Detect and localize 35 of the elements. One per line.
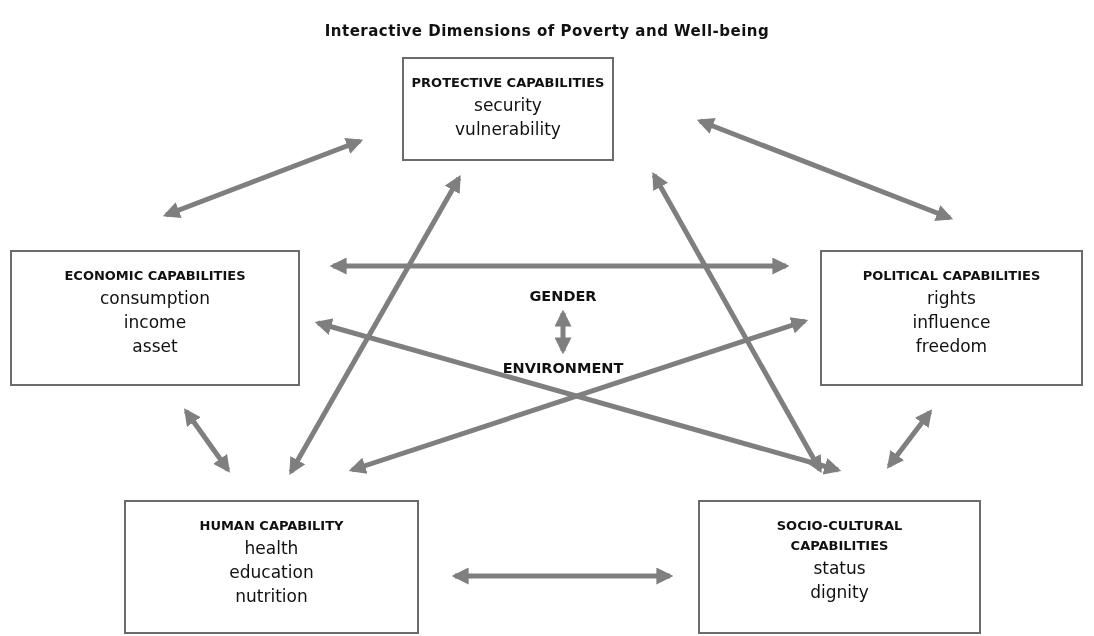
double-arrow [696,118,954,221]
capability-box [698,500,981,634]
node-label: ENVIRONMENT [496,358,630,378]
double-arrow [183,408,231,473]
capability-box [10,250,300,386]
box-item: nutrition [234,585,309,608]
double-arrow [554,309,572,355]
box-item: income [122,311,188,334]
double-arrow [162,137,364,219]
double-arrow [288,175,462,475]
box-heading: PROTECTIVE CAPABILITIES [410,74,606,92]
box-heading: ECONOMIC CAPABILITIES [63,267,247,285]
box-item: status [812,557,867,580]
box-item: influence [911,311,992,334]
box-heading: POLITICAL CAPABILITIES [861,267,1042,285]
box-item: dignity [809,581,870,604]
diagram-title: Interactive Dimensions of Poverty and Well-being [324,22,770,40]
box-item: consumption [98,287,212,310]
double-arrow [329,257,790,275]
capability-box [124,500,419,634]
box-heading: SOCIO-CULTURAL CAPABILITIES [775,517,904,555]
double-arrow [651,172,823,473]
double-arrow [886,409,933,469]
box-item: asset [131,335,179,358]
capability-box [402,57,614,161]
box-item: freedom [914,335,989,358]
box-item: rights [926,287,977,310]
double-arrow [451,567,674,585]
box-item: vulnerability [454,118,562,141]
box-item: security [473,94,543,117]
capability-box [820,250,1083,386]
box-item: education [228,561,315,584]
node-label: GENDER [520,286,606,306]
box-item: health [243,537,300,560]
box-heading: HUMAN CAPABILITY [198,517,345,535]
